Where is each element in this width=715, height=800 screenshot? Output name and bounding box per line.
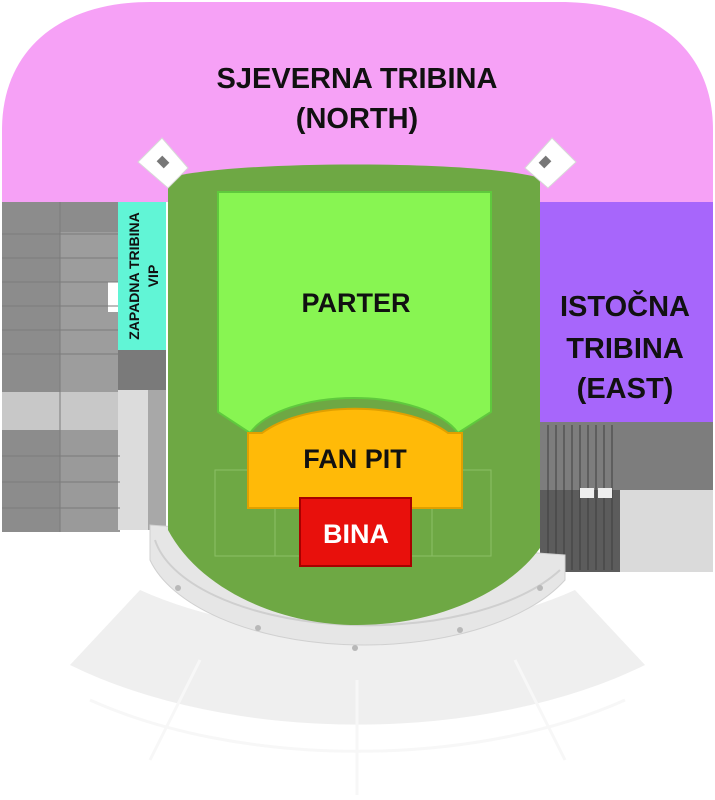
west-vip-stand[interactable] xyxy=(118,202,166,350)
east-stand[interactable] xyxy=(540,202,713,422)
stage[interactable] xyxy=(299,497,412,567)
floodlight-northwest xyxy=(137,137,189,189)
east-stand-label-line2: TRIBINA xyxy=(566,333,684,365)
parter-zone[interactable] xyxy=(217,191,492,435)
east-stand-structure xyxy=(540,422,713,572)
stage-label: BINA xyxy=(323,519,389,549)
concourse-markers xyxy=(175,585,543,651)
east-stand-label-line1: ISTOČNA xyxy=(560,289,690,323)
west-vip-label: ZAPADNA TRIBINA VIP xyxy=(126,212,161,340)
north-stand-label-line1: SJEVERNA TRIBINA xyxy=(217,63,498,95)
west-vip-label-line1: ZAPADNA TRIBINA xyxy=(126,212,142,340)
east-stand-label-line3: (EAST) xyxy=(577,373,674,405)
north-stand[interactable] xyxy=(2,2,713,202)
parter-label: PARTER xyxy=(301,288,410,318)
south-stand-unavailable xyxy=(70,590,645,795)
north-stand-label-line2: (NORTH) xyxy=(296,103,418,135)
fan-pit-label: FAN PIT xyxy=(303,444,407,474)
fan-pit-zone[interactable] xyxy=(247,407,463,509)
west-vip-label-line2: VIP xyxy=(145,265,161,288)
floodlight-northeast xyxy=(524,137,577,189)
west-stand-structure xyxy=(2,202,166,532)
